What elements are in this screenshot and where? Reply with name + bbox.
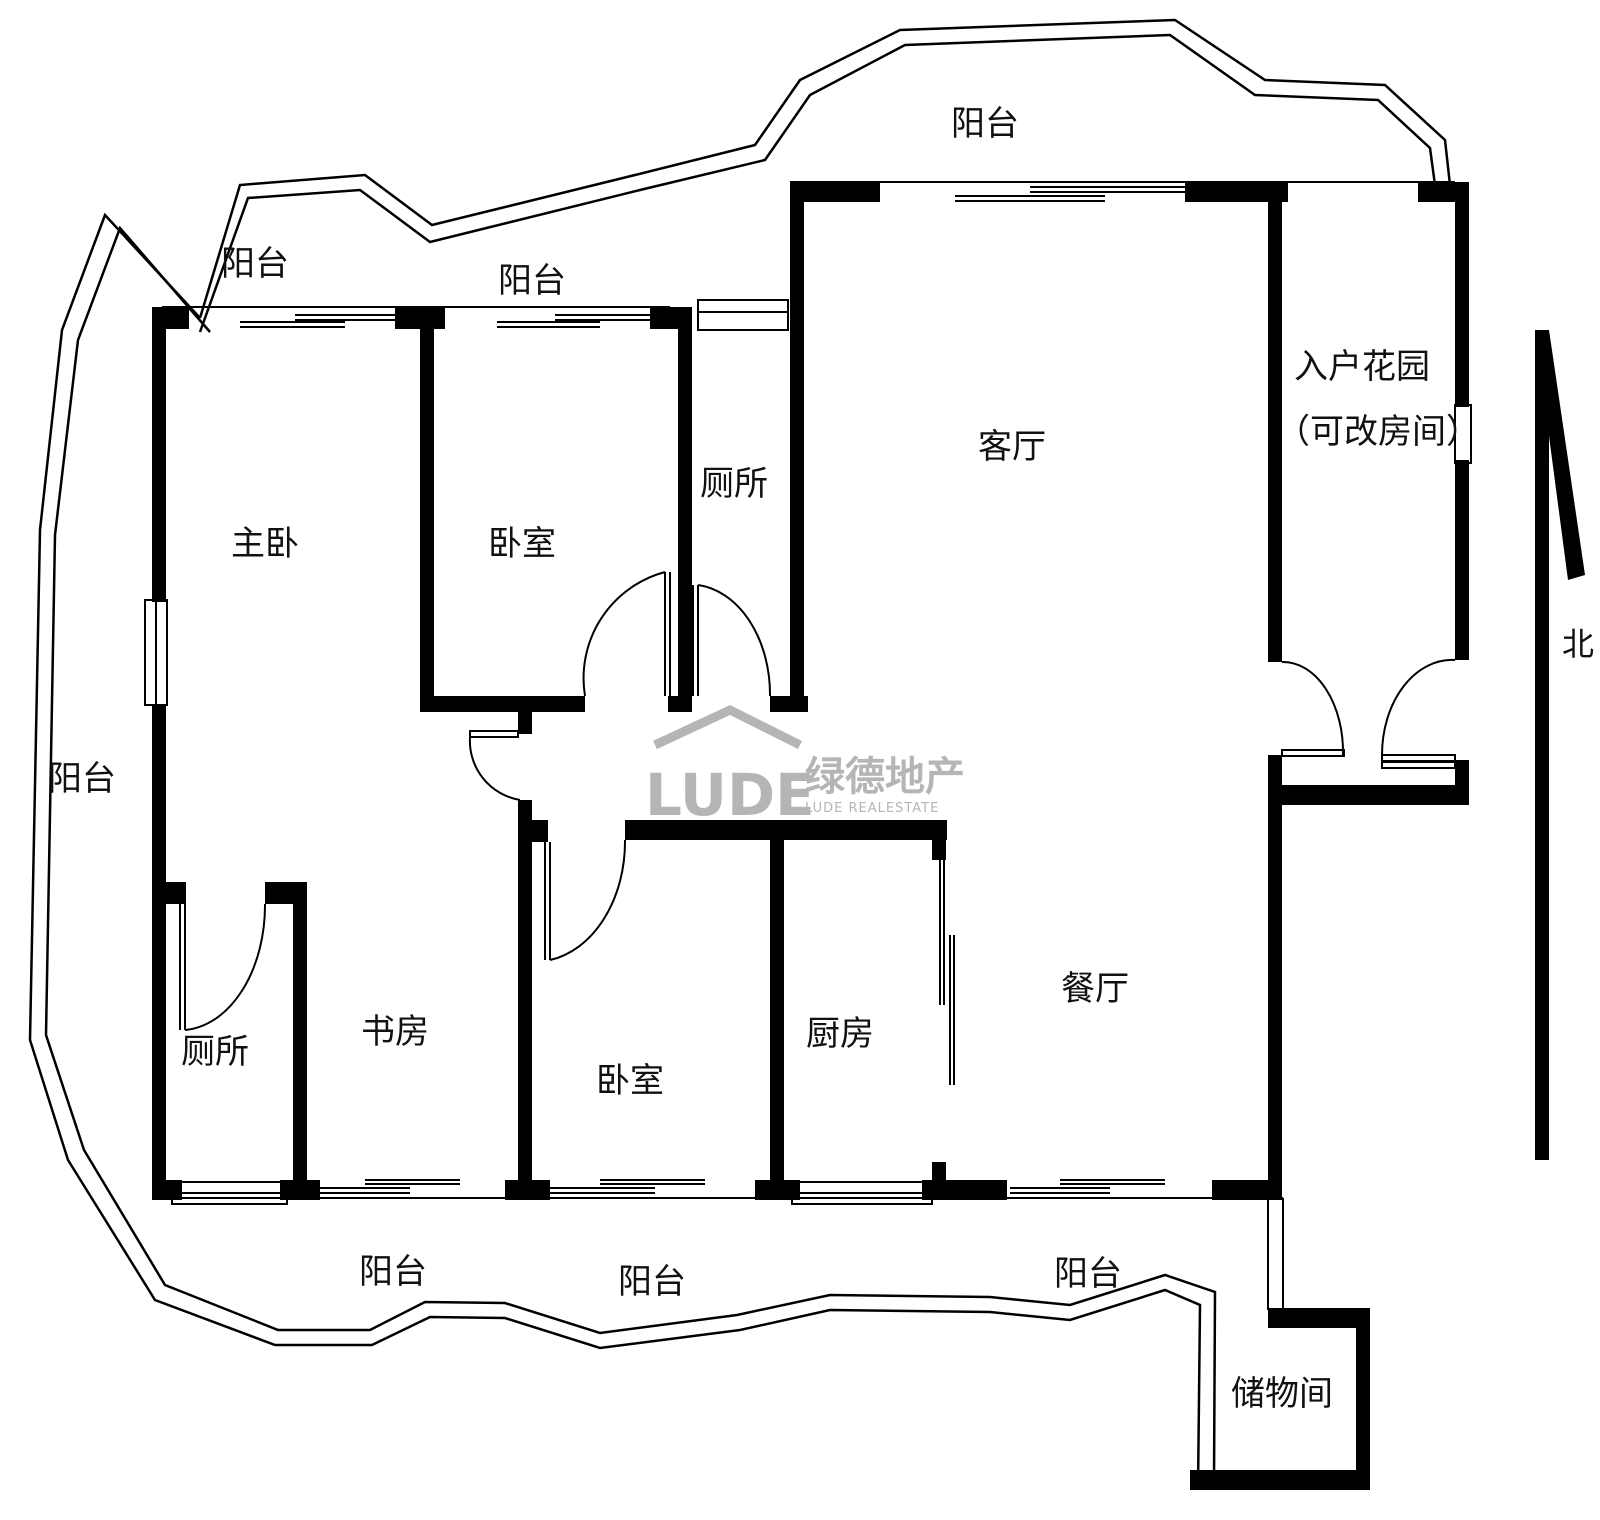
label-toilet-bottom: 厕所 [181,1032,249,1072]
balcony-railing [28,18,1452,1491]
label-living-room: 客厅 [978,427,1046,467]
label-study: 书房 [361,1012,429,1052]
watermark-roof-icon [653,705,803,750]
label-balcony-top-left: 阳台 [221,244,289,284]
north-arrow-shaft [1535,330,1549,1160]
watermark-company-en: LUDE REALESTATE [805,801,939,816]
label-balcony-bottom-3: 阳台 [1054,1254,1122,1294]
label-balcony-bottom-1: 阳台 [359,1252,427,1292]
exterior-lines [158,181,1455,1310]
label-balcony-top-mid: 阳台 [498,261,566,301]
doors [179,571,1456,1031]
north-arrow: 北 [1535,330,1594,1160]
label-toilet-top: 厕所 [700,464,768,504]
label-balcony-left: 阳台 [48,759,116,799]
watermark: LUDE 绿德地产 LUDE REALESTATE [645,705,965,829]
label-storage: 储物间 [1231,1374,1333,1414]
label-entry-garden-note: （可改房间） [1276,412,1480,452]
label-balcony-bottom-2: 阳台 [618,1262,686,1302]
label-bedroom-bottom: 卧室 [596,1061,664,1101]
north-arrow-head [1535,330,1585,580]
label-kitchen: 厨房 [806,1014,874,1054]
label-dining-room: 餐厅 [1061,969,1129,1009]
north-label: 北 [1562,625,1594,663]
walls [152,182,1469,1490]
label-bedroom-top: 卧室 [488,524,556,564]
label-entry-garden: 入户花园 [1294,347,1430,387]
watermark-logo: LUDE [645,761,815,829]
label-balcony-top: 阳台 [951,104,1019,144]
watermark-company-cn: 绿德地产 [805,754,965,800]
windows [144,186,1472,1205]
label-master-bedroom: 主卧 [231,524,299,564]
